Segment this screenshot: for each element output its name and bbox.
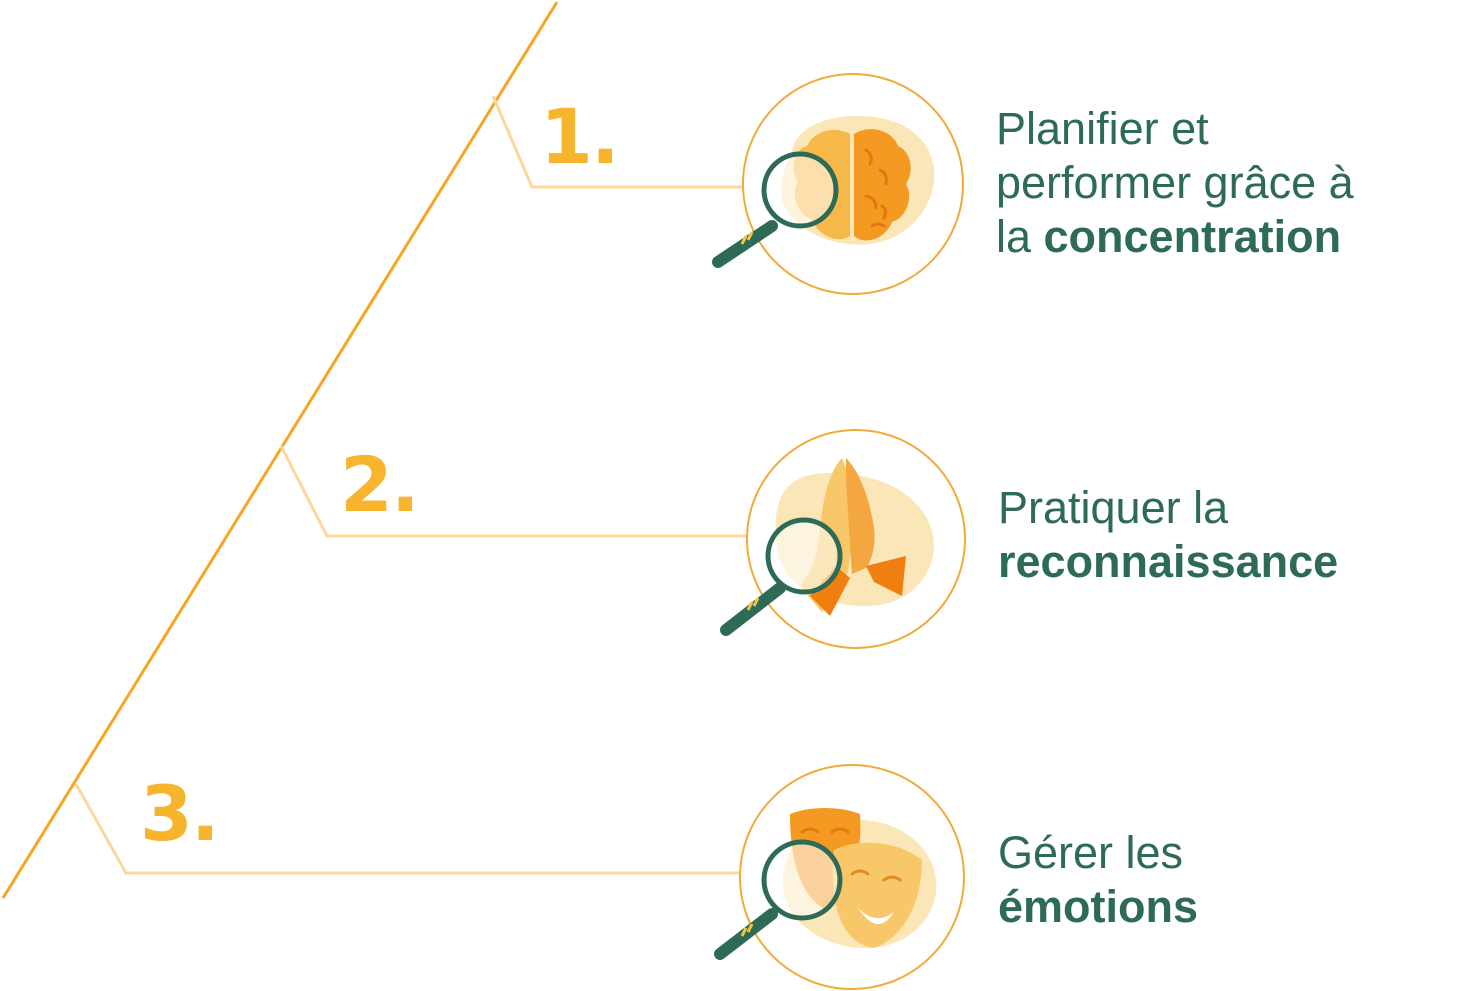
step-2-line-1: Pratiquer la: [998, 482, 1229, 533]
magnifier-lens-1: [761, 151, 839, 229]
brain-right-half: [854, 129, 911, 241]
step-1-line-2: performer grâce à: [996, 157, 1354, 208]
step-3-line-1: Gérer les: [998, 827, 1184, 878]
step-1-line-3: la concentration: [996, 210, 1354, 264]
brain-icon: [712, 73, 964, 295]
connector-line-3: [74, 783, 742, 875]
mask-back-eyes: [800, 827, 850, 834]
step-number-1: 1.: [540, 92, 620, 181]
step-text-1: Planifier et performer grâce à la concen…: [996, 102, 1354, 264]
step-2-line-2: reconnaissance: [998, 536, 1339, 587]
mask-front: [832, 842, 922, 948]
step-1-line-3-plain: la: [996, 211, 1044, 262]
step-1-line-3-bold: concentration: [1043, 211, 1342, 262]
magnifier-band-3b: [746, 923, 754, 933]
magnifier-lens-2: [765, 517, 843, 595]
mask-front-eyes: [850, 869, 902, 882]
step-3-line-2: émotions: [998, 881, 1199, 932]
main-diagonal-line: [1, 1, 559, 899]
mask-front-mouth: [858, 908, 894, 925]
magnifier-band-1: [740, 235, 748, 245]
magnifier-band-2: [746, 601, 754, 611]
magnifier-handle-1: [712, 220, 778, 268]
magnifier-band-2b: [752, 597, 760, 607]
hand-right: [846, 458, 875, 574]
step-text-3: Gérer les émotions: [998, 826, 1198, 934]
step-number-2: 2.: [340, 440, 420, 529]
step-1-line-1: Planifier et: [996, 103, 1209, 154]
sleeve-left: [810, 566, 850, 616]
magnifier-band-1b: [746, 231, 754, 241]
magnifier-lens-3: [761, 839, 843, 921]
theater-masks-icon: [714, 764, 965, 990]
connector-line-2: [279, 445, 748, 538]
brain-fold-1: [864, 148, 888, 228]
step-text-2: Pratiquer la reconnaissance: [998, 481, 1338, 589]
magnifier-handle-3: [714, 908, 778, 960]
step-number-3: 3.: [140, 769, 220, 858]
connector-line-1: [491, 95, 745, 189]
magnifier-band-3: [740, 927, 748, 937]
magnifier-handle-2: [720, 582, 786, 636]
praying-hands-icon: [720, 429, 966, 649]
sleeve-right: [866, 556, 906, 596]
